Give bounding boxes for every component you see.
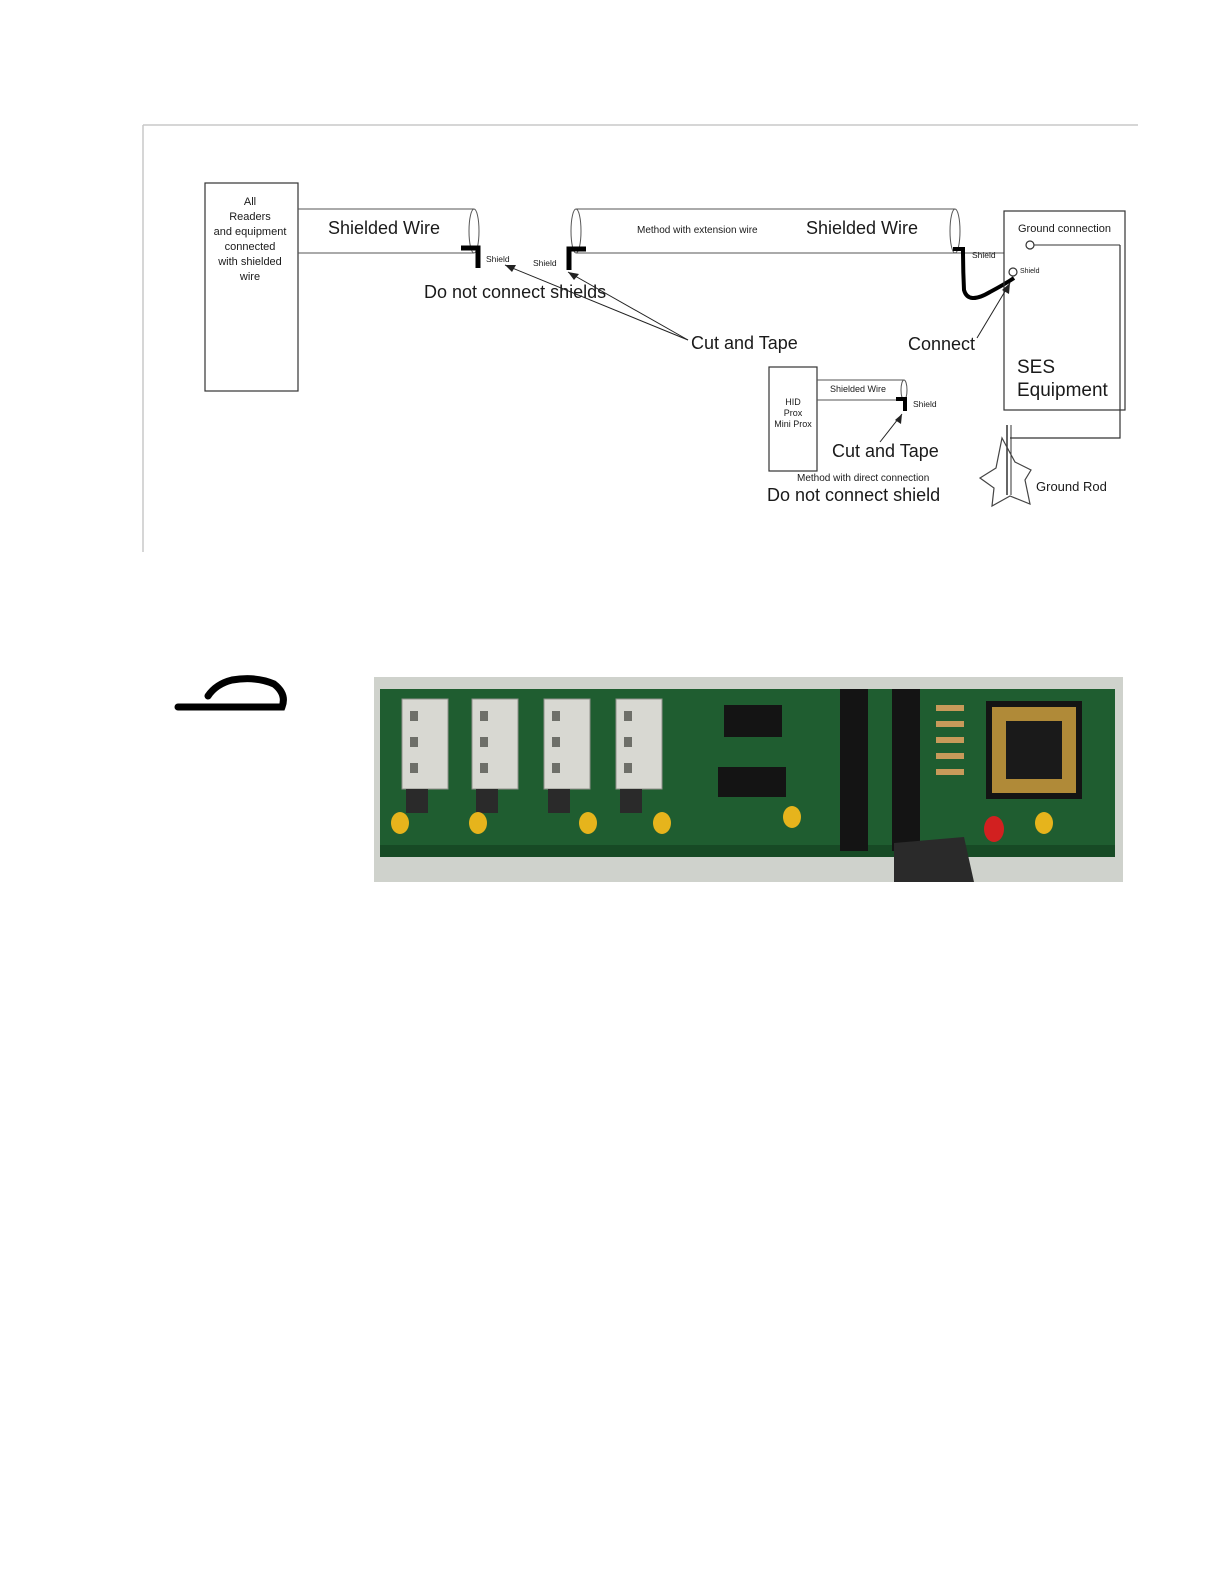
cable-2-start — [571, 209, 581, 253]
method-direct-label: Method with direct connection — [797, 473, 929, 484]
shield-label-1: Shield — [486, 254, 510, 264]
left-box-line-4: connected — [225, 241, 276, 253]
cut-tape-arrow-2 — [568, 272, 688, 340]
shielded-wire-label-left: Shielded Wire — [328, 218, 440, 238]
ground-rod-star — [980, 438, 1031, 506]
shield-label-2: Shield — [533, 258, 557, 268]
ground-rod-label: Ground Rod — [1036, 479, 1107, 494]
hid-box-line-1: HID — [785, 397, 801, 407]
shield-wiring-diagram: All Readers and equipment connected with… — [0, 0, 1224, 600]
ses-label-line-2: Equipment — [1017, 380, 1109, 401]
method-extension-label: Method with extension wire — [637, 225, 758, 236]
shield-terminal — [1009, 268, 1017, 276]
cut-and-tape-label-2: Cut and Tape — [832, 441, 939, 461]
hand-drawn-mark — [170, 670, 290, 720]
ses-label-line-1: SES — [1017, 357, 1055, 378]
hid-box-line-2: Prox — [784, 408, 803, 418]
cut-and-tape-label-1: Cut and Tape — [691, 333, 798, 353]
ground-terminal — [1026, 241, 1034, 249]
shielded-wire-small-label: Shielded Wire — [830, 384, 886, 394]
shield-label-small: Shield — [913, 399, 937, 409]
shielded-wire-label-right: Shielded Wire — [806, 218, 918, 238]
connect-label: Connect — [908, 334, 975, 354]
left-box-line-5: with shielded — [217, 256, 282, 268]
left-box-line-6: wire — [239, 271, 260, 283]
cut-tape-arrowhead-3 — [895, 414, 902, 424]
cable-2-end — [950, 209, 960, 253]
ground-connection-label: Ground connection — [1018, 223, 1111, 235]
shield-stub-small — [896, 399, 905, 411]
do-not-connect-shields-label: Do not connect shields — [424, 282, 606, 302]
do-not-connect-shield-label: Do not connect shield — [767, 485, 940, 505]
shield-stub-1 — [461, 248, 478, 268]
cut-tape-arrow-1 — [505, 265, 688, 340]
left-box-line-3: and equipment — [214, 226, 287, 238]
left-box-line-1: All — [244, 196, 256, 208]
left-box-line-2: Readers — [229, 211, 271, 223]
cut-tape-arrowhead-2 — [568, 272, 579, 280]
shield-terminal-label: Shield — [1020, 268, 1040, 275]
hid-box-line-3: Mini Prox — [774, 419, 812, 429]
circuit-board-photo — [374, 677, 1123, 882]
shield-label-3: Shield — [972, 250, 996, 260]
